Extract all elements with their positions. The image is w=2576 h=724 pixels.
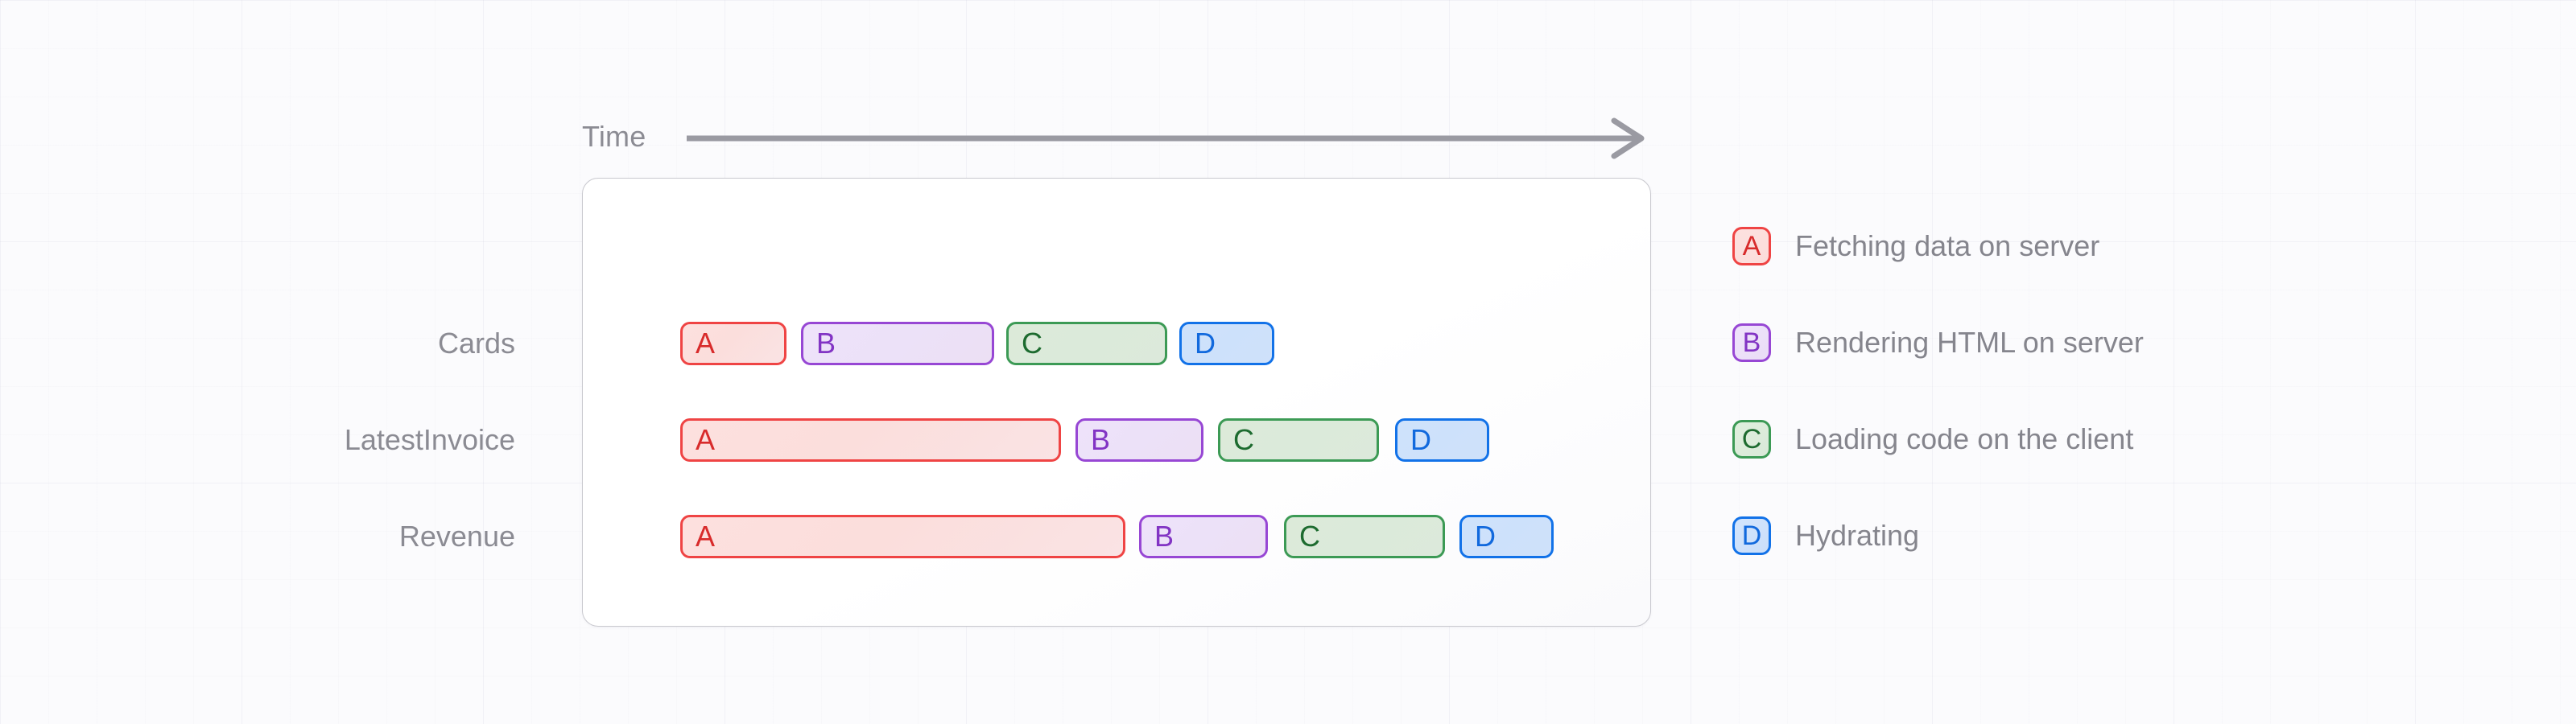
- timeline-bar-letter: B: [1091, 423, 1111, 456]
- timeline-bar-latestinvoice-d[interactable]: D: [1395, 418, 1489, 462]
- timeline-bar-revenue-d[interactable]: D: [1459, 515, 1554, 558]
- legend-badge-b-letter: B: [1742, 327, 1761, 358]
- legend-label-b: Rendering HTML on server: [1795, 326, 2144, 359]
- row-label-latestinvoice: LatestInvoice: [344, 423, 515, 456]
- timeline-bar-letter: C: [1299, 520, 1320, 553]
- timeline-bar-letter: B: [816, 327, 836, 360]
- time-axis-label: Time: [582, 120, 646, 153]
- legend-badge-c-letter: C: [1741, 424, 1762, 455]
- legend-badge-c-icon: C: [1732, 420, 1771, 459]
- timeline-bar-letter: D: [1475, 520, 1496, 553]
- timeline-bar-letter: A: [696, 327, 716, 360]
- timeline-bar-letter: C: [1022, 327, 1042, 360]
- timeline-bar-cards-b[interactable]: B: [801, 322, 994, 365]
- row-label-revenue: Revenue: [398, 520, 515, 553]
- timeline-bar-latestinvoice-b[interactable]: B: [1075, 418, 1203, 462]
- timeline-bar-revenue-c[interactable]: C: [1284, 515, 1445, 558]
- legend-label-a: Fetching data on server: [1795, 229, 2100, 262]
- row-label-cards: Cards: [437, 327, 515, 360]
- legend-badge-a-icon: A: [1732, 227, 1771, 265]
- legend-label-d: Hydrating: [1795, 519, 1920, 552]
- legend-item-b[interactable]: B Rendering HTML on server: [1732, 323, 2144, 362]
- legend-label-c: Loading code on the client: [1795, 422, 2134, 455]
- timeline-bar-latestinvoice-a[interactable]: A: [680, 418, 1061, 462]
- legend-badge-a-letter: A: [1742, 231, 1761, 261]
- legend-item-d[interactable]: D Hydrating: [1732, 516, 1919, 555]
- timeline-bar-letter: A: [696, 520, 716, 553]
- timeline-bar-letter: D: [1195, 327, 1216, 360]
- timeline-bar-letter: D: [1410, 423, 1431, 456]
- legend-item-c[interactable]: C Loading code on the client: [1732, 420, 2133, 459]
- timeline-bar-letter: C: [1233, 423, 1254, 456]
- legend-badge-b-icon: B: [1732, 323, 1771, 362]
- timeline-panel: [582, 178, 1651, 627]
- timeline-bar-cards-c[interactable]: C: [1006, 322, 1167, 365]
- timeline-bar-cards-d[interactable]: D: [1179, 322, 1274, 365]
- legend: A Fetching data on server B Rendering HT…: [1732, 221, 2457, 559]
- timeline-bar-revenue-a[interactable]: A: [680, 515, 1125, 558]
- time-axis: Time: [582, 117, 1653, 160]
- legend-badge-d-letter: D: [1741, 520, 1762, 551]
- legend-badge-d-icon: D: [1732, 516, 1771, 555]
- legend-item-a[interactable]: A Fetching data on server: [1732, 227, 2099, 265]
- timeline-bar-cards-a[interactable]: A: [680, 322, 786, 365]
- timeline-bar-latestinvoice-c[interactable]: C: [1218, 418, 1379, 462]
- row-label-column: Cards LatestInvoice Revenue: [193, 306, 515, 553]
- arrow-right-icon: [687, 117, 1645, 159]
- timeline-bar-revenue-b[interactable]: B: [1139, 515, 1268, 558]
- timeline-bar-letter: A: [696, 423, 716, 456]
- timeline-bar-letter: B: [1154, 520, 1174, 553]
